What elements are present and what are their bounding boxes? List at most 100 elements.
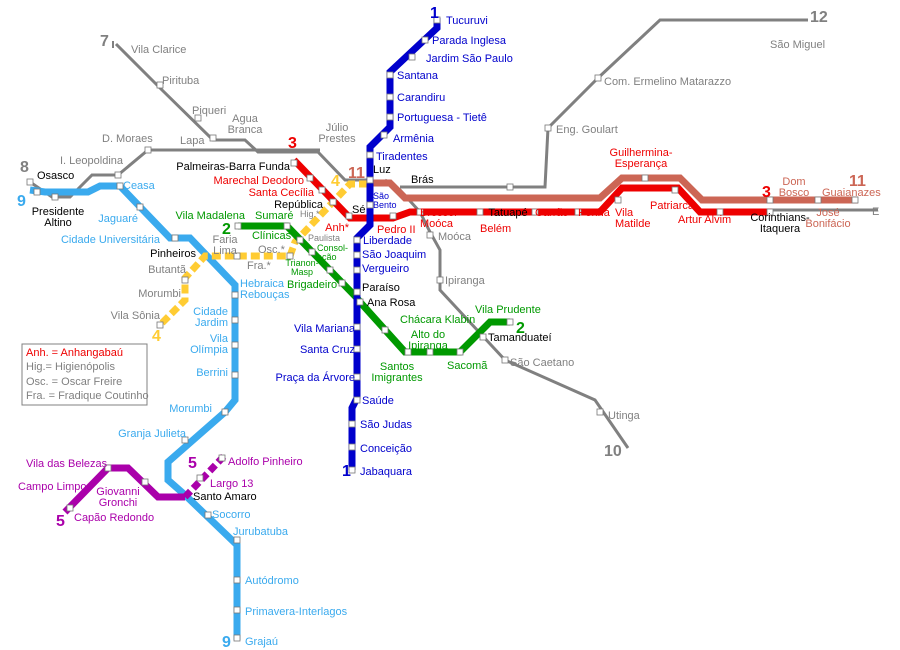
- station-label-vila-mariana: Vila Mariana: [294, 323, 356, 335]
- station-label-vila-clarice: Vila Clarice: [131, 44, 186, 56]
- station-label-vila-belezas: Vila das Belezas: [26, 458, 108, 470]
- station-marker: [233, 634, 241, 642]
- station-label-agua-branca: Agua: [232, 113, 259, 125]
- station-marker: [671, 186, 679, 194]
- station-marker: [476, 208, 484, 216]
- station-marker: [501, 356, 509, 364]
- station-label-belem: Belém: [480, 223, 511, 235]
- station-label-liberdade: Liberdade: [363, 235, 412, 247]
- station-marker: [233, 252, 241, 260]
- station-label-ana-rosa: Ana Rosa: [367, 297, 416, 309]
- station-marker: [366, 201, 374, 209]
- station-label-berrini: Berrini: [196, 367, 228, 379]
- station-label-primavera: Primavera-Interlagos: [245, 606, 348, 618]
- station-marker: [353, 288, 361, 296]
- station-marker: [386, 93, 394, 101]
- line-number-l12: 12: [810, 9, 828, 26]
- station-marker: [353, 266, 361, 274]
- station-marker: [348, 443, 356, 451]
- station-label-ermelino: Com. Ermelino Matarazzo: [604, 76, 731, 88]
- line-7-track: [114, 42, 368, 182]
- station-marker: [641, 174, 649, 182]
- station-label-cidade-jardim: Jardim: [195, 317, 228, 329]
- station-marker: [353, 373, 361, 381]
- station-label-utinga: Utinga: [608, 410, 641, 422]
- station-label-cidade-jardim: Cidade: [193, 306, 228, 318]
- station-label-santo-amaro: Santo Amaro: [193, 491, 257, 503]
- station-label-armenia: Armênia: [393, 133, 435, 145]
- station-label-clinicas: Clínicas: [252, 230, 292, 242]
- station-label-brigadeiro: Brigadeiro: [287, 279, 337, 291]
- station-label-julio-prestes: Prestes: [318, 133, 356, 145]
- line-number-east: E: [872, 206, 879, 218]
- line-4-track: [157, 180, 368, 328]
- legend-osc: Osc. = Oscar Freire: [26, 376, 122, 388]
- station-label-socorro: Socorro: [212, 509, 251, 521]
- station-label-giovanni: Gronchi: [99, 497, 138, 509]
- station-label-morumbi9: Morumbi: [169, 403, 212, 415]
- station-marker: [233, 536, 241, 544]
- line-number-l1: 1: [430, 5, 439, 22]
- station-label-vergueiro: Vergueiro: [362, 263, 409, 275]
- station-marker: [531, 208, 539, 216]
- station-marker: [116, 182, 124, 190]
- station-marker: [366, 176, 374, 184]
- station-label-dom-bosco: Bosco: [779, 187, 810, 199]
- line-number-l11: 11: [849, 173, 866, 190]
- station-label-faria-lima: Faria: [212, 234, 238, 246]
- station-marker: [326, 266, 334, 274]
- station-label-sao-caetano: São Caetano: [510, 357, 574, 369]
- station-marker: [233, 576, 241, 584]
- line-number-l2: 2: [222, 221, 231, 238]
- station-label-paraiso: Paraíso: [362, 282, 400, 294]
- station-marker: [231, 371, 239, 379]
- station-label-santos-imigrantes: Imigrantes: [371, 372, 423, 384]
- station-label-chacara-klabin: Chácara Klabin: [400, 314, 475, 326]
- station-label-consolacao: Consol-: [317, 243, 348, 253]
- station-label-corinthians: Corinthians-: [750, 212, 810, 224]
- station-marker: [348, 466, 356, 474]
- station-marker: [433, 16, 441, 24]
- station-label-faria-lima: Lima: [213, 245, 238, 257]
- station-label-butanta: Butantã: [148, 264, 187, 276]
- station-label-santos-imigrantes: Santos: [380, 361, 415, 373]
- station-marker: [544, 124, 552, 132]
- station-marker: [426, 231, 434, 239]
- station-label-i-leopoldina: I. Leopoldina: [60, 155, 124, 167]
- station-label-carrao: Carrão: [535, 207, 569, 219]
- line-number-l3: 3: [762, 184, 771, 201]
- station-label-consolacao: ação: [317, 252, 337, 262]
- station-label-presidente-altino: Presidente: [32, 206, 85, 218]
- line-number-l1: 1: [342, 463, 351, 480]
- station-label-mooca: Moóca: [438, 231, 472, 243]
- station-label-vila-olimpia: Olímpia: [190, 344, 229, 356]
- station-label-pirituba: Pirituba: [162, 75, 200, 87]
- station-label-osasco: Osasco: [37, 170, 74, 182]
- station-label-guilhermina: Guilhermina-: [610, 147, 673, 159]
- station-label-piqueri: Piqueri: [192, 105, 226, 117]
- station-marker: [479, 333, 487, 341]
- station-marker: [404, 348, 412, 356]
- station-marker: [386, 71, 394, 79]
- station-marker: [51, 193, 59, 201]
- station-marker: [353, 251, 361, 259]
- station-label-saude: Saúde: [362, 395, 394, 407]
- line-number-l9: 9: [222, 634, 231, 650]
- station-marker: [766, 196, 774, 204]
- station-label-parada-inglesa: Parada Inglesa: [432, 35, 507, 47]
- station-marker: [389, 212, 397, 220]
- station-label-guaianazes: Guaianazes: [822, 187, 881, 199]
- legend-box: [21, 343, 148, 406]
- line-11-track: [372, 174, 858, 204]
- station-marker: [141, 478, 149, 486]
- station-label-d-moraes: D. Moraes: [102, 133, 153, 145]
- station-marker: [318, 186, 326, 194]
- line-number-l2: 2: [516, 320, 525, 337]
- station-label-agua-branca: Branca: [228, 124, 264, 136]
- station-label-pinheiros: Pinheiros: [150, 248, 196, 260]
- line-5-extension: [182, 452, 228, 500]
- station-marker: [181, 276, 189, 284]
- station-label-vila-prudente: Vila Prudente: [475, 304, 541, 316]
- station-label-vila-sonia: Vila Sônia: [111, 310, 161, 322]
